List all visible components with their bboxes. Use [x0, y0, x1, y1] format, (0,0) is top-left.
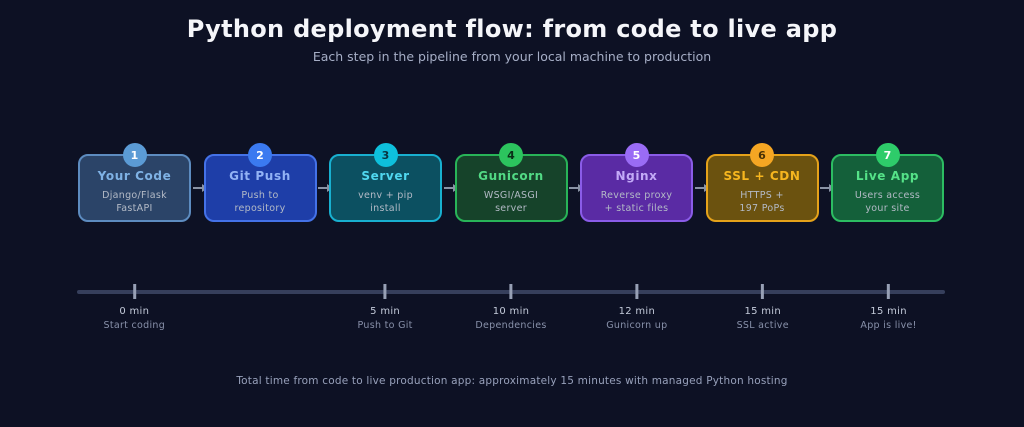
flow-arrow-icon	[819, 184, 836, 192]
flow-arrow-icon	[191, 184, 208, 192]
flow-arrow-icon	[568, 184, 585, 192]
step-card-git-push: 2 Git Push Push to repository	[203, 143, 317, 222]
step-description: WSGI/ASGI server	[483, 190, 539, 214]
milestone-tick	[635, 284, 639, 299]
flow-arrow-icon	[693, 184, 710, 192]
milestone-time: 12 min	[618, 306, 656, 317]
timeline-milestone: 15 min App is live!	[860, 284, 916, 331]
step-card-ssl-cdn: 6 SSL + CDN HTTPS + 197 PoPs	[705, 143, 819, 222]
page-subtitle: Each step in the pipeline from your loca…	[312, 49, 712, 64]
step-number-badge: 3	[373, 143, 398, 167]
milestone-tick	[132, 284, 136, 299]
pipeline-steps-row: 1 Your Code Django/Flask FastAPI 2 Git P…	[78, 143, 944, 222]
step-title: SSL + CDN	[723, 169, 801, 183]
step-description: Django/Flask FastAPI	[102, 190, 167, 214]
milestone-tick	[761, 284, 765, 299]
milestone-tick	[887, 284, 891, 299]
milestone-tick	[383, 284, 387, 299]
milestone-time: 10 min	[492, 306, 530, 317]
flow-arrow-icon	[442, 184, 459, 192]
milestone-label: Gunicorn up	[606, 320, 668, 331]
milestone-time: 0 min	[119, 306, 150, 317]
step-number-badge: 5	[624, 143, 649, 167]
step-card-nginx: 5 Nginx Reverse proxy + static files	[580, 143, 693, 222]
timeline-milestone: 10 min Dependencies	[475, 284, 546, 331]
step-number-badge: 7	[875, 143, 900, 167]
step-card-your-code: 1 Your Code Django/Flask FastAPI	[78, 143, 191, 222]
step-description: Users access your site	[854, 190, 921, 214]
timeline-milestones: 0 min Start coding 5 min Push to Git 10 …	[77, 284, 945, 339]
step-card-gunicorn: 4 Gunicorn WSGI/ASGI server	[454, 143, 568, 222]
step-title: Live App	[855, 169, 920, 183]
timeline-milestone: 5 min Push to Git	[358, 284, 413, 331]
step-number-badge: 6	[750, 143, 774, 167]
timeline-milestone: 0 min Start coding	[103, 284, 165, 331]
step-description: Push to repository	[234, 190, 286, 214]
step-number-badge: 4	[499, 143, 523, 167]
step-title: Nginx	[615, 169, 658, 183]
flow-arrow-icon	[317, 184, 334, 192]
step-title: Your Code	[97, 169, 172, 183]
page-title: Python deployment flow: from code to liv…	[186, 15, 838, 43]
step-description: Reverse proxy + static files	[600, 190, 673, 214]
milestone-time: 15 min	[744, 306, 781, 317]
step-card-server: 3 Server venv + pip install	[329, 143, 442, 222]
step-number-badge: 1	[122, 143, 147, 167]
milestone-tick	[509, 284, 513, 299]
milestone-label: SSL active	[736, 320, 789, 331]
milestone-label: Start coding	[103, 320, 166, 331]
step-description: HTTPS + 197 PoPs	[739, 190, 785, 214]
step-title: Gunicorn	[478, 169, 544, 183]
milestone-label: App is live!	[860, 320, 917, 331]
step-description: venv + pip install	[358, 190, 413, 214]
total-time-note: Total time from code to live production …	[236, 375, 788, 387]
step-card-live-app: 7 Live App Users access your site	[831, 143, 944, 222]
milestone-time: 5 min	[370, 306, 401, 317]
milestone-label: Push to Git	[357, 320, 413, 331]
step-title: Server	[361, 169, 410, 183]
step-number-badge: 2	[248, 143, 272, 167]
step-title: Git Push	[229, 169, 291, 183]
milestone-label: Dependencies	[475, 320, 547, 331]
timeline-milestone: 15 min SSL active	[737, 284, 789, 331]
milestone-time: 15 min	[870, 306, 907, 317]
timeline-milestone: 12 min Gunicorn up	[606, 284, 667, 331]
